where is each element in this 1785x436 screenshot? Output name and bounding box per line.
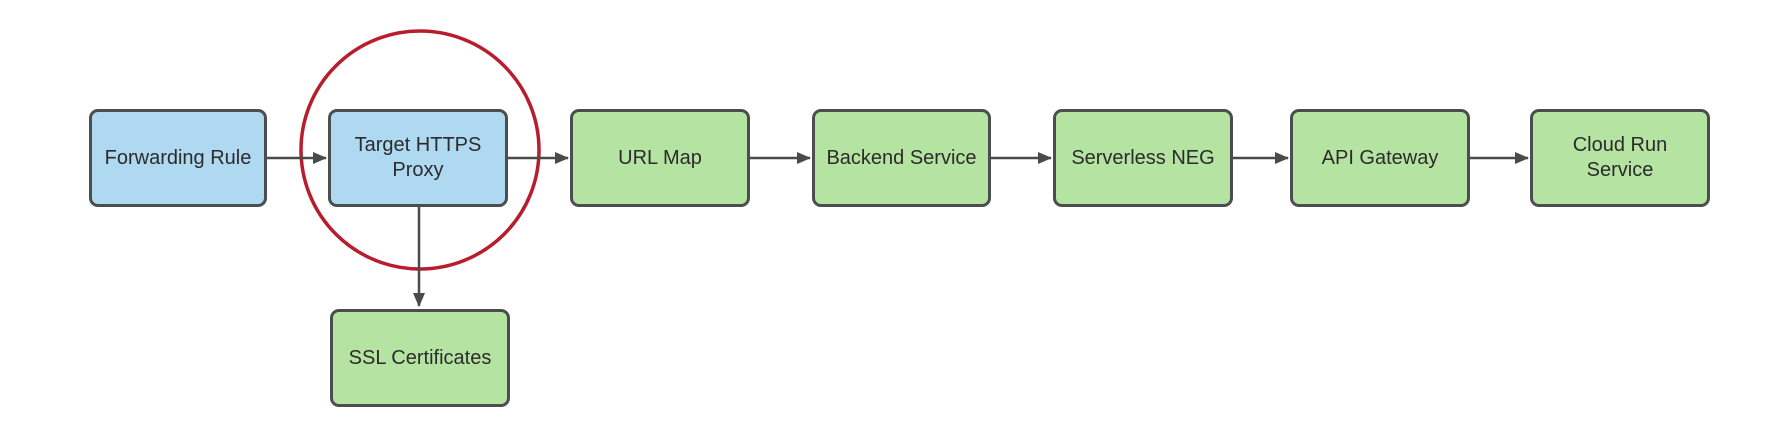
node-label-serverless-neg: Serverless NEG — [1071, 146, 1215, 169]
node-serverless-neg: Serverless NEG — [1053, 109, 1233, 207]
node-label-target-https-proxy: Target HTTPS Proxy — [354, 134, 482, 181]
node-ssl-certificates: SSL Certificates — [330, 309, 510, 407]
node-label-api-gateway: API Gateway — [1321, 146, 1439, 169]
node-label-cloud-run-service: Cloud Run Service — [1572, 134, 1668, 181]
node-target-https-proxy: Target HTTPS Proxy — [328, 109, 508, 207]
node-label-backend-service: Backend Service — [826, 146, 977, 169]
node-label-forwarding-rule: Forwarding Rule — [104, 146, 252, 169]
node-cloud-run-service: Cloud Run Service — [1530, 109, 1710, 207]
node-forwarding-rule: Forwarding Rule — [89, 109, 267, 207]
node-label-ssl-certificates: SSL Certificates — [348, 346, 492, 369]
node-backend-service: Backend Service — [812, 109, 991, 207]
node-api-gateway: API Gateway — [1290, 109, 1470, 207]
node-url-map: URL Map — [570, 109, 750, 207]
node-label-url-map: URL Map — [618, 146, 702, 169]
